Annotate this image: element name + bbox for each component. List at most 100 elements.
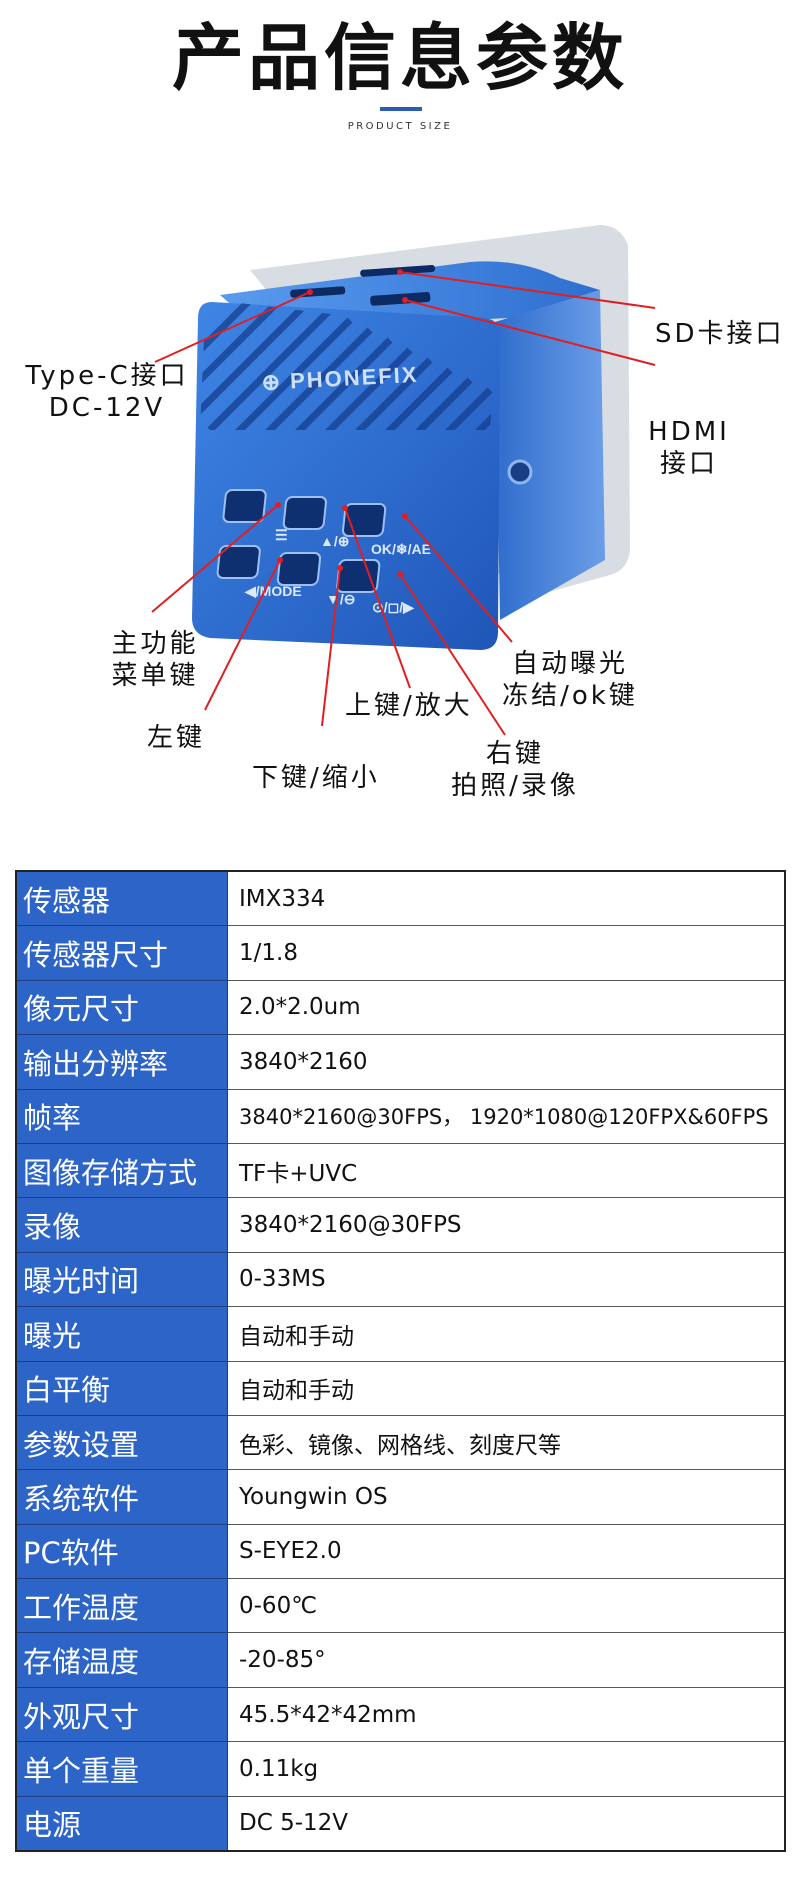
button-glyph: ▲/⊕ xyxy=(320,533,349,549)
callout-line-left xyxy=(204,559,281,711)
callout-dot xyxy=(397,571,403,577)
button-glyph: ◀/MODE xyxy=(244,583,302,599)
spec-key: 电源 xyxy=(15,1795,228,1852)
spec-key: 曝光 xyxy=(15,1306,228,1362)
callout-left-key: 左键 xyxy=(147,723,206,753)
callout-right-line2: 拍照/录像 xyxy=(451,771,579,801)
spec-value: 1/1.8 xyxy=(227,925,786,981)
callout-down-key: 下键/缩小 xyxy=(252,763,380,793)
spec-value: IMX334 xyxy=(227,870,786,927)
down-zoom-out-button xyxy=(276,552,322,586)
spec-value: 2.0*2.0um xyxy=(227,979,786,1036)
spec-key: 传感器 xyxy=(15,870,228,927)
table-row: 曝光自动和手动 xyxy=(15,1306,786,1362)
callout-line-ok xyxy=(404,515,513,643)
callout-dot xyxy=(397,269,403,275)
spec-key: 单个重量 xyxy=(15,1741,228,1797)
table-row: 参数设置色彩、镜像、网格线、刻度尺等 xyxy=(15,1414,786,1471)
callout-hdmi-port: HDMI 接口 xyxy=(634,416,744,480)
callout-dot xyxy=(275,502,281,508)
device-front-face xyxy=(192,302,500,650)
vent-grille xyxy=(200,300,495,430)
spec-key: 图像存储方式 xyxy=(15,1142,228,1199)
mount-screw-hole xyxy=(507,459,533,485)
spec-value: -20-85° xyxy=(227,1632,786,1688)
left-mode-button xyxy=(216,545,261,579)
button-glyph: OK/❄/AE xyxy=(371,541,431,557)
spec-key: 帧率 xyxy=(15,1088,228,1144)
title-underline xyxy=(380,107,422,111)
callout-dot xyxy=(337,565,343,571)
spec-value: 0.11kg xyxy=(227,1741,786,1797)
callout-typec-port: Type-C接口 DC-12V xyxy=(12,360,202,424)
callout-line-up xyxy=(344,507,411,689)
up-zoom-in-button xyxy=(282,496,327,530)
callout-auto-exposure-line1: 自动曝光 xyxy=(511,649,628,679)
spec-key: PC软件 xyxy=(15,1523,228,1580)
spec-key: 传感器尺寸 xyxy=(15,925,228,981)
callout-menu-key: 主功能 菜单键 xyxy=(85,628,225,692)
callout-hdmi-line1: HDMI xyxy=(648,417,730,447)
spec-key: 外观尺寸 xyxy=(15,1686,228,1743)
product-illustration: ⊕ PHONEFIX ☰ ▲/⊕ OK/❄/AE ◀/MODE ▼/⊖ ⊙/◻/… xyxy=(0,150,800,830)
table-row: 存储温度-20-85° xyxy=(15,1632,786,1688)
callout-sd-port: SD卡接口 xyxy=(655,319,785,349)
spec-key: 曝光时间 xyxy=(15,1251,228,1308)
button-glyph: ☰ xyxy=(275,527,288,543)
spec-value: 3840*2160@30FPS xyxy=(227,1197,786,1253)
callout-hdmi-line2: 接口 xyxy=(659,449,718,479)
spec-value: 3840*2160@30FPS， 1920*1080@120FPX&60FPS xyxy=(227,1088,786,1144)
device-side-face xyxy=(495,290,605,620)
callout-auto-exposure: 自动曝光 冻结/ok键 xyxy=(485,648,655,712)
callout-line-sd xyxy=(399,271,656,309)
menu-button xyxy=(222,489,267,523)
callout-right-line1: 右键 xyxy=(485,739,544,769)
callout-menu-line1: 主功能 xyxy=(111,629,199,659)
spec-value: 自动和手动 xyxy=(227,1306,786,1362)
page-title: 产品信息参数 xyxy=(171,16,628,100)
callout-dot xyxy=(402,513,408,519)
spec-value: 0-33MS xyxy=(227,1251,786,1308)
spec-value: 自动和手动 xyxy=(227,1360,786,1416)
button-grid xyxy=(216,489,387,593)
callout-menu-line2: 菜单键 xyxy=(111,661,199,691)
spec-value: 3840*2160 xyxy=(227,1034,786,1090)
callout-dot xyxy=(342,505,348,511)
page-subtitle: PRODUCT SIZE xyxy=(347,121,453,132)
spec-value: S-EYE2.0 xyxy=(227,1523,786,1580)
callout-dot xyxy=(277,557,283,563)
spec-key: 系统软件 xyxy=(15,1469,228,1525)
callout-line-hdmi xyxy=(404,299,656,366)
spec-value: TF卡+UVC xyxy=(227,1142,786,1199)
spec-value: 45.5*42*42mm xyxy=(227,1686,786,1743)
spec-key: 白平衡 xyxy=(15,1360,228,1416)
ok-ae-button xyxy=(342,503,387,537)
spec-key: 参数设置 xyxy=(15,1414,228,1471)
callout-up-key: 上键/放大 xyxy=(345,691,473,721)
button-glyph: ▼/⊖ xyxy=(326,591,355,607)
camera-device-illustration: ⊕ PHONEFIX ☰ ▲/⊕ OK/❄/AE ◀/MODE ▼/⊖ ⊙/◻/… xyxy=(151,225,656,736)
spec-key: 录像 xyxy=(15,1197,228,1253)
spec-value: Youngwin OS xyxy=(227,1469,786,1525)
callout-dot xyxy=(402,297,408,303)
callout-typec-line2: DC-12V xyxy=(48,393,166,423)
spec-key: 存储温度 xyxy=(15,1632,228,1688)
callout-auto-exposure-line2: 冻结/ok键 xyxy=(502,681,638,711)
spec-key: 工作温度 xyxy=(15,1578,228,1634)
table-row: 白平衡自动和手动 xyxy=(15,1360,786,1416)
